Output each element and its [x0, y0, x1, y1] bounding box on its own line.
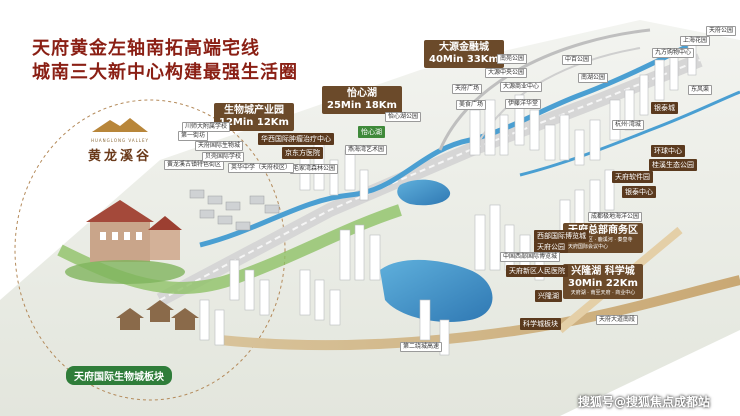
label-xilv: 西部国际博览城 [534, 230, 589, 242]
label-tf-software: 天府软件园 [612, 171, 653, 183]
callout-bio-name: 生物城产业园 [223, 105, 284, 116]
bio-board-label: 天府国际生物城板块 [66, 366, 172, 385]
label-huaxi: 华西国际肿瘤治疗中心 [258, 133, 334, 145]
callout-yixin-travel: 25Min 18Km [327, 100, 397, 111]
label-tianfu-exp: 天府大道南段 [596, 315, 639, 325]
label-nanhu: 南湖公园 [578, 73, 609, 83]
label-school2: 天府国际生物城 [195, 141, 244, 151]
callout-yixin[interactable]: 怡心湖 25Min 18Km [322, 86, 402, 114]
callout-xinglong-travel: 30Min 22Km [568, 278, 638, 289]
label-yijia: 伊藤洋华堂 [505, 99, 542, 109]
label-maoxian: 毛家湾森林公园 [290, 164, 339, 174]
brand-logo: HUANGLONG VALLEY 黄龙溪谷 [66, 116, 174, 164]
label-tianfu-park: 天府公园 [706, 26, 737, 36]
label-xiaoxin: 大源商业中心 [500, 82, 543, 92]
label-hangzhou: 杭州·湾城 [612, 120, 644, 130]
label-shangye: 美食广场 [456, 100, 487, 110]
headline-line-2: 城南三大新中心构建最强生活圈 [32, 62, 298, 83]
label-xinglong-lake: 兴隆湖 [535, 290, 562, 302]
label-dongfeng: 东风渠 [688, 85, 713, 95]
callout-dayuan-travel: 40Min 33Km [429, 54, 499, 65]
callout-dayuan[interactable]: 大源金融城 40Min 33Km [424, 40, 504, 68]
label-yinpu: 银泰城 [651, 102, 678, 114]
yixin-lake [397, 179, 451, 206]
heritage-buildings [116, 300, 199, 330]
brand-english: HUANGLONG VALLEY [90, 138, 149, 143]
callout-tianfu-cbd-sub2: 天府国际会议中心 [568, 244, 609, 250]
label-guihu: 桂溪生态公园 [649, 159, 697, 171]
label-yinghua: 英华中学（天府校区） [228, 163, 295, 173]
callout-dayuan-name: 大源金融城 [438, 42, 489, 53]
expressway-arc [438, 28, 651, 151]
label-beike: 贝壳国际学校 [202, 152, 245, 162]
label-yixin-park: 怡心湖公园 [385, 112, 422, 122]
mountain-logo-icon [92, 118, 148, 132]
callout-tianfu-cbd-name: 天府总部商务区 [568, 225, 638, 236]
callout-xinglong[interactable]: 兴隆湖 科学城 30Min 22Km 天府湖 · 南至天府 · 商业中心 [563, 264, 643, 299]
river [199, 37, 702, 248]
label-tf-qiao: 中国西部国际博览城 [500, 252, 561, 262]
label-second-ring: 第二绕城高速 [400, 342, 443, 352]
label-tf-park2: 天府公园 [534, 241, 568, 253]
huanglong-valley-villa [65, 200, 185, 284]
label-yixin-pill: 怡心湖 [358, 126, 385, 138]
second-ring-road [219, 275, 740, 351]
label-chengdu-sea: 成都极地海洋公园 [588, 212, 643, 222]
callout-xinglong-sub: 天府湖 · 南至天府 · 商业中心 [570, 290, 636, 296]
watermark: 搜狐号@搜狐焦点成都站 [577, 395, 710, 409]
label-kexue: 科学城板块 [520, 318, 561, 330]
label-tianfu-sq: 天府广场 [452, 84, 483, 94]
label-huanglong-town: 黄龙溪古镇特色街区 [164, 160, 225, 170]
headline-line-1: 天府黄金左轴南拓高端宅线 [32, 38, 260, 59]
low-rise-villas [189, 189, 280, 231]
label-yinpu2: 银泰中心 [622, 186, 656, 198]
callout-bio-travel: 12Min 12Km [219, 117, 289, 128]
label-jiaoxing: 九方购物中心 [652, 48, 695, 58]
label-yilu: 第一街坊 [178, 131, 209, 141]
callout-yixin-name: 怡心湖 [346, 88, 377, 99]
brand-name: 黄龙溪谷 [87, 149, 152, 164]
callout-xinglong-name: 兴隆湖 科学城 [571, 266, 635, 277]
xinglong-lake [380, 259, 493, 322]
label-huanbo: 环球中心 [651, 145, 685, 157]
label-shanghai: 上海花园 [680, 36, 711, 46]
label-dayuan-park: 南苑公园 [497, 54, 528, 64]
label-dayuan-bj: 大源中央公园 [485, 68, 528, 78]
project-ring [14, 99, 286, 401]
label-zhongbai: 中百公园 [562, 55, 593, 65]
label-renmin: 天府新区人民医院 [506, 265, 568, 277]
label-jingdong: 京东方医院 [282, 147, 323, 159]
label-yandong: 燕海湾艺术园 [345, 145, 388, 155]
callout-tianfu-cbd-sub1: 沿海自贸区 · 鹿溪河 · 秦皇寺 [568, 237, 633, 243]
